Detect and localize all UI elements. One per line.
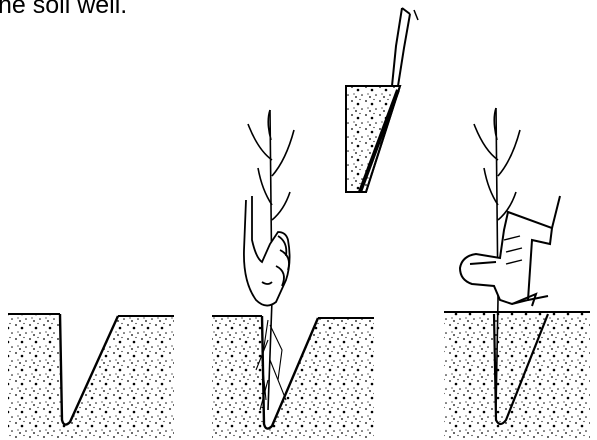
boot-icon <box>460 196 560 306</box>
panel-firm-soil <box>444 108 590 438</box>
hand-icon <box>244 196 290 306</box>
soil-block <box>444 312 590 438</box>
planting-bar-icon <box>346 8 418 192</box>
panel-hole <box>8 314 174 438</box>
